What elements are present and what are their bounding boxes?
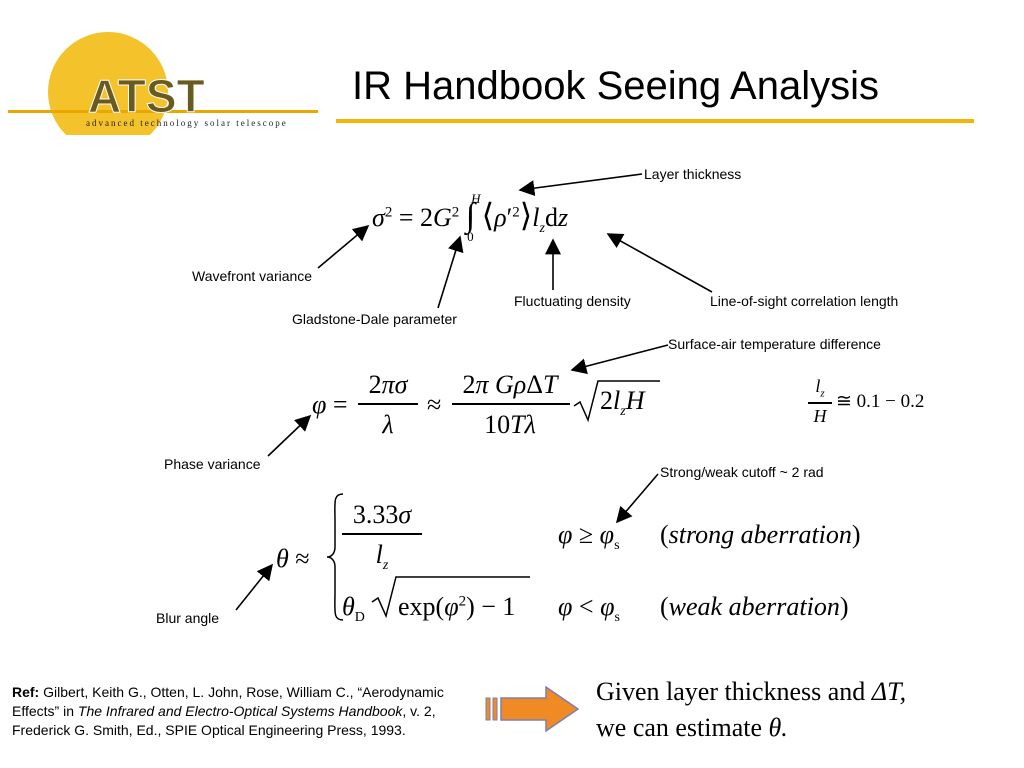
ratio-value: ≅ 0.1 − 0.2	[836, 391, 925, 412]
sqrt-symbol-2	[371, 576, 530, 619]
strong-case-label: (strong aberration)	[660, 520, 861, 549]
label-blur-angle: Blur angle	[156, 610, 220, 626]
atst-logo: ATST advanced technology solar telescope	[0, 20, 330, 152]
label-wavefront-variance: Wavefront variance	[192, 268, 313, 284]
label-fluctuating-density: Fluctuating density	[514, 293, 631, 309]
weak-case-label: (weak aberration)	[660, 592, 849, 621]
svg-text:ATST: ATST	[88, 70, 205, 122]
ratio-fraction: lz	[815, 376, 825, 400]
arrow-temp	[570, 344, 669, 375]
arrow-wavefront	[317, 224, 370, 269]
sqrt-symbol	[573, 380, 660, 423]
label-surface-air-temp: Surface-air temperature difference	[668, 336, 881, 352]
weak-expression: θD	[342, 592, 365, 626]
svg-text:advanced technology solar tele: advanced technology solar telescope	[86, 118, 288, 128]
arrow-phase	[267, 414, 312, 457]
label-layer-thickness: Layer thickness	[644, 166, 742, 182]
arrow-layer-thickness	[518, 173, 643, 197]
page-title: IR Handbook Seeing Analysis	[352, 64, 879, 108]
arrow-los	[606, 233, 713, 293]
brace	[326, 493, 344, 621]
phase-fraction-1: 2πσ	[368, 370, 408, 399]
arrow-blur	[235, 563, 273, 611]
arrow-gladstone	[437, 235, 464, 309]
weak-condition: φ < φs	[558, 592, 620, 626]
equation-phase-variance: φ =	[312, 390, 348, 419]
label-gladstone-dale: Gladstone-Dale parameter	[292, 311, 457, 327]
right-arrow-icon	[485, 685, 580, 733]
reference-text: Ref: Gilbert, Keith G., Otten, L. John, …	[12, 684, 444, 738]
arrow-cutoff	[615, 473, 659, 524]
equation-blur-angle: θ ≈	[276, 544, 310, 573]
conclusion-text: Given layer thickness and ΔT, we can est…	[596, 677, 907, 742]
phase-fraction-2: 2π GρΔT	[462, 370, 558, 399]
strong-numerator: 3.33σ	[352, 500, 412, 529]
strong-condition: φ ≥ φs	[558, 520, 620, 554]
label-phase-variance: Phase variance	[164, 456, 261, 472]
label-los-correlation: Line-of-sight correlation length	[710, 293, 899, 309]
title-underline	[336, 119, 974, 123]
label-cutoff: Strong/weak cutoff ~ 2 rad	[660, 464, 824, 480]
